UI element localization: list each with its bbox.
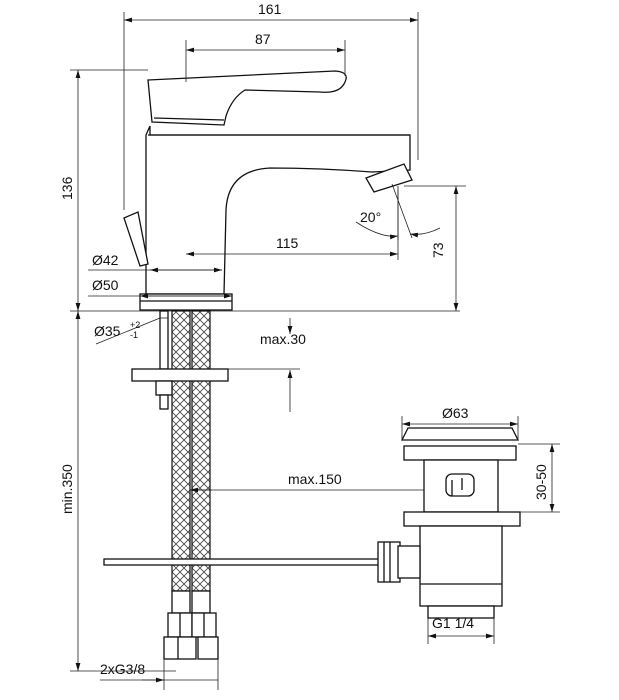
dim-73-text: 73: [430, 242, 446, 258]
dim-dia35-tol-minus: -1: [130, 330, 138, 340]
braided-hose-1: [171, 310, 191, 592]
dim-g114-text: G1 1/4: [432, 615, 474, 631]
dimension-dia-35: Ø35 +2 -1: [94, 317, 168, 345]
waste-locknut: [403, 511, 521, 527]
dim-161-text: 161: [258, 1, 282, 17]
dimension-87: 87: [185, 31, 346, 82]
dim-30-50-text: 30-50: [533, 464, 549, 500]
hose-fitting-2: [191, 590, 211, 614]
dimension-dia-50: Ø50: [88, 277, 232, 299]
fixing-nut: [155, 380, 173, 396]
fixing-screw: [159, 394, 169, 410]
waste-lower-body: [419, 525, 503, 607]
dim-dia63-text: Ø63: [442, 405, 469, 421]
dim-max150-text: max.150: [288, 471, 342, 487]
lever-joint: [153, 117, 225, 121]
dim-115-text: 115: [276, 235, 299, 251]
dim-dia42-text: Ø42: [92, 252, 119, 268]
lever-handle: [147, 70, 347, 126]
pop-up-waste: [103, 427, 521, 619]
dimension-136: 136: [59, 69, 460, 312]
dim-dia35-tol-plus: +2: [130, 320, 140, 330]
dimension-waste-thread: G1 1/4: [427, 615, 495, 644]
waste-pull-rod: [103, 558, 381, 566]
dimension-30-50: 30-50: [518, 443, 560, 513]
spout-aerator: [365, 163, 413, 193]
dimension-161: 161: [123, 1, 419, 210]
dim-dia35-text: Ø35: [94, 323, 121, 339]
braided-hose-2: [191, 310, 211, 592]
waste-body: [423, 459, 499, 513]
pop-up-rod: [123, 211, 149, 267]
waste-side-nut: [397, 545, 421, 579]
dimension-max30: max.30: [228, 318, 306, 412]
waste-side-connector: [377, 541, 401, 583]
hose-end-2: [197, 636, 219, 660]
dim-dia50-text: Ø50: [92, 277, 119, 293]
hose-end-1: [163, 636, 197, 660]
dim-20-text: 20°: [360, 209, 381, 225]
dim-87-text: 87: [255, 31, 271, 47]
waste-tail-thread: [427, 605, 495, 619]
dimension-dia-63: Ø63: [401, 405, 519, 440]
mounting-assembly: [131, 310, 229, 660]
dimension-angle-20: 20°: [355, 183, 441, 240]
waste-flange: [403, 445, 517, 461]
dim-g38-text: 2xG3/8: [100, 661, 145, 677]
dim-136-text: 136: [59, 176, 75, 200]
threaded-shank: [159, 310, 169, 370]
dimension-dia-42: Ø42: [88, 252, 222, 273]
waste-overflow-slot: [445, 473, 475, 497]
dimension-73: 73: [404, 185, 466, 311]
dimension-hose-thread: 2xG3/8: [100, 659, 219, 690]
dimension-max150: max.150: [190, 471, 452, 493]
faucet: [123, 70, 413, 311]
waste-plug-cap: [400, 427, 520, 441]
dim-min350-text: min.350: [59, 464, 75, 514]
fixing-bracket: [131, 368, 229, 382]
dim-max30-text: max.30: [260, 331, 306, 347]
dimension-min350: min.350: [59, 311, 176, 672]
hose-fitting-1: [171, 590, 191, 614]
